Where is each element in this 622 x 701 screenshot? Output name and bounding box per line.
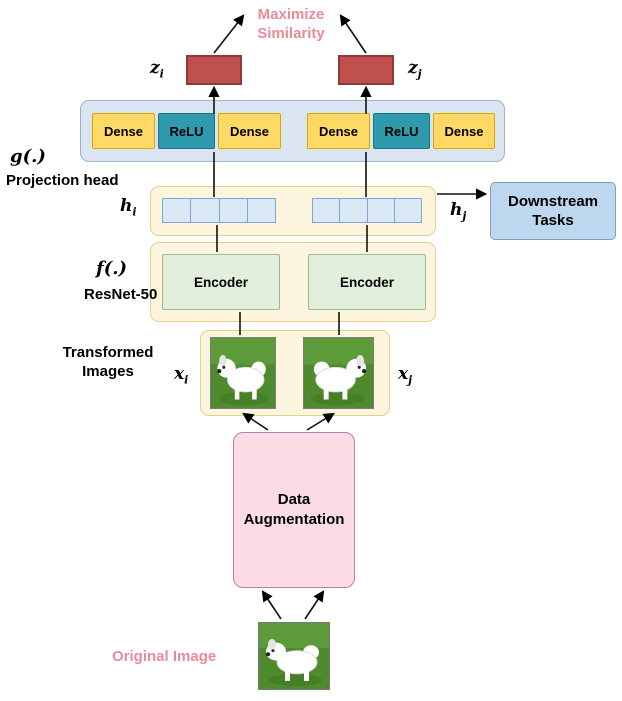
z-j-label: zj: [408, 58, 422, 81]
vector-cell: [220, 199, 248, 222]
projection-dense2-right: Dense: [433, 113, 495, 149]
transformed-image-left: [210, 337, 276, 409]
maximize-similarity-label: Maximize Similarity: [257, 6, 325, 42]
z-j-box: [338, 55, 394, 85]
encoder-box-left: Encoder: [162, 254, 280, 310]
projection-dense1-left: Dense: [92, 113, 155, 149]
projection-relu-right: ReLU: [373, 113, 430, 149]
z-i-box: [186, 55, 242, 85]
g-function-label: g(.): [10, 146, 46, 167]
x-i-label: xi: [174, 364, 189, 387]
vector-cell: [163, 199, 192, 222]
vector-cell: [395, 199, 421, 222]
projection-dense2-left: Dense: [218, 113, 281, 149]
x-j-label: xj: [398, 364, 413, 387]
data-augmentation-box: Data Augmentation: [233, 432, 355, 588]
projection-relu-left: ReLU: [158, 113, 215, 149]
dog-photo-illustration: [211, 338, 275, 408]
original-image: [258, 622, 330, 690]
vector-cell: [340, 199, 368, 222]
downstream-tasks-box: Downstream Tasks: [490, 182, 616, 240]
h-vector-right: [312, 198, 422, 223]
projection-dense1-right: Dense: [307, 113, 370, 149]
h-j-label: hj: [450, 200, 467, 223]
h-vector-left: [162, 198, 276, 223]
dog-photo-illustration: [304, 338, 373, 408]
transformed-images-label: Transformed Images: [62, 344, 154, 380]
projection-head-label: Projection head: [6, 172, 119, 189]
vector-cell: [368, 199, 395, 222]
transformed-image-right: [303, 337, 374, 409]
vector-cell: [313, 199, 341, 222]
dog-photo-illustration: [259, 623, 329, 689]
original-image-label: Original Image: [112, 648, 217, 665]
vector-cell: [191, 199, 220, 222]
resnet-label: ResNet-50: [84, 286, 158, 303]
z-i-label: zi: [150, 58, 164, 81]
h-i-label: hi: [120, 196, 137, 219]
encoder-box-right: Encoder: [308, 254, 426, 310]
f-function-label: f(.): [96, 258, 128, 279]
vector-cell: [248, 199, 275, 222]
